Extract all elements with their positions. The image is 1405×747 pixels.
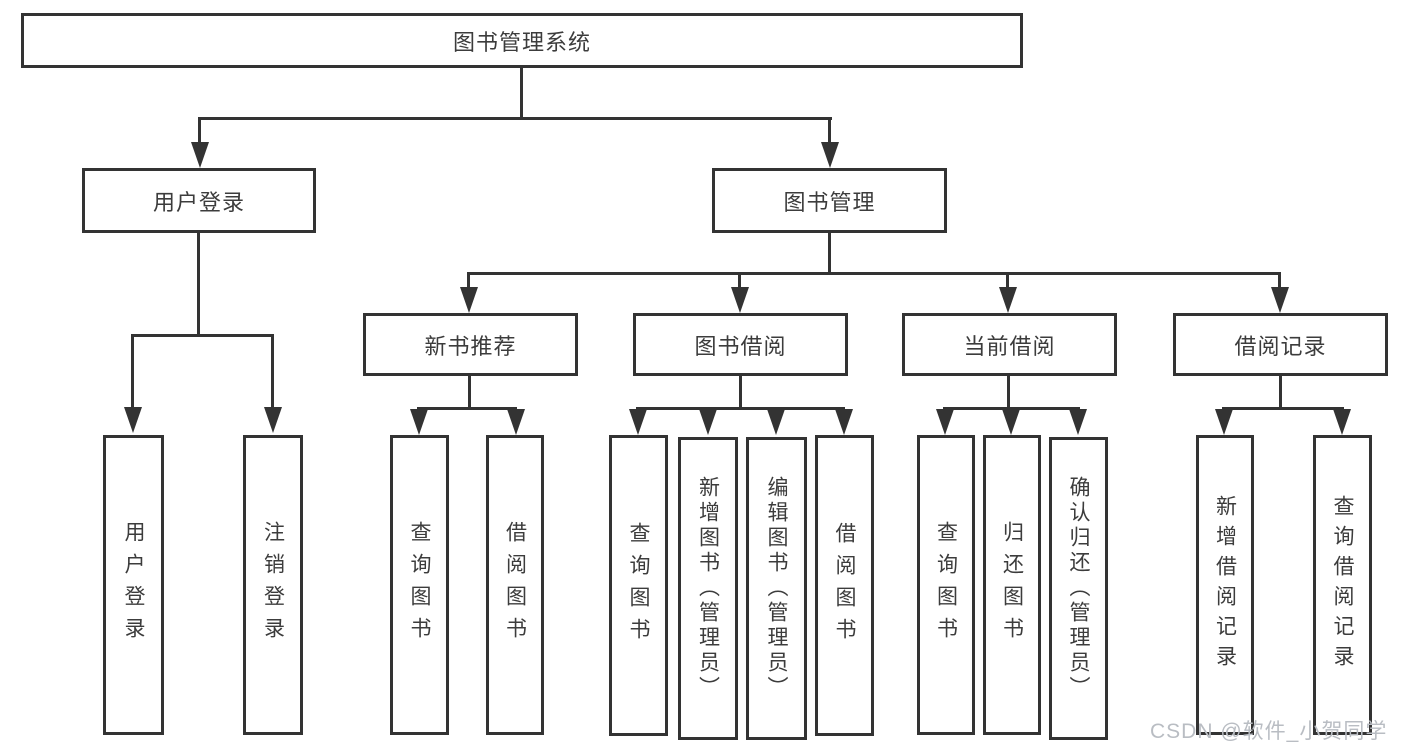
leaf-user-login: 用户登录 xyxy=(103,435,164,735)
arrowhead-icon xyxy=(264,407,282,433)
leaf-borrow-books-1: 借阅图书 xyxy=(486,435,544,735)
connector-stem xyxy=(739,376,742,410)
connector-rail xyxy=(943,407,1080,410)
arrowhead-icon xyxy=(460,287,478,313)
connector-drop xyxy=(271,334,274,408)
leaf-edit-book-admin-label: 编辑图书（管理员） xyxy=(765,476,788,701)
node-user-login-label: 用户登录 xyxy=(152,189,245,215)
arrowhead-icon xyxy=(767,409,785,435)
node-book-management: 图书管理 xyxy=(712,168,947,233)
connector-stem xyxy=(468,376,471,410)
arrowhead-icon xyxy=(1002,409,1020,435)
connector-rail xyxy=(1222,407,1344,410)
connector-drop xyxy=(1006,272,1009,290)
leaf-logout-label: 注销登录 xyxy=(261,521,285,649)
connector-stem xyxy=(1279,376,1282,410)
node-root-label: 图书管理系统 xyxy=(452,29,591,55)
node-book-management-label: 图书管理 xyxy=(783,189,876,215)
leaf-query-books-1-label: 查询图书 xyxy=(408,521,431,649)
connector-drop xyxy=(828,117,831,145)
leaf-confirm-return-admin: 确认归还（管理员） xyxy=(1049,437,1108,740)
node-new-book-recommend: 新书推荐 xyxy=(363,313,578,376)
arrowhead-icon xyxy=(999,287,1017,313)
connector-user-login-rail xyxy=(131,334,274,337)
arrowhead-icon xyxy=(124,407,142,433)
node-new-book-recommend-label: 新书推荐 xyxy=(424,333,517,359)
leaf-query-books-3: 查询图书 xyxy=(917,435,975,735)
leaf-logout: 注销登录 xyxy=(243,435,303,735)
arrowhead-icon xyxy=(1215,409,1233,435)
node-borrow-record: 借阅记录 xyxy=(1173,313,1388,376)
node-root: 图书管理系统 xyxy=(21,13,1023,68)
leaf-return-books: 归还图书 xyxy=(983,435,1041,735)
arrowhead-icon xyxy=(1333,409,1351,435)
connector-drop xyxy=(1278,272,1281,290)
node-borrow-record-label: 借阅记录 xyxy=(1234,333,1327,359)
arrowhead-icon xyxy=(731,287,749,313)
leaf-query-books-3-label: 查询图书 xyxy=(934,521,958,649)
leaf-query-books-2: 查询图书 xyxy=(609,435,668,736)
leaf-borrow-books-1-label: 借阅图书 xyxy=(503,521,527,649)
leaf-add-book-admin: 新增图书（管理员） xyxy=(678,437,738,740)
connector-book-mgmt-stem xyxy=(828,233,831,275)
leaf-query-books-1: 查询图书 xyxy=(390,435,449,735)
connector-root-stem xyxy=(520,68,523,117)
arrowhead-icon xyxy=(507,409,525,435)
leaf-add-book-admin-label: 新增图书（管理员） xyxy=(696,476,720,701)
arrowhead-icon xyxy=(821,142,839,168)
connector-user-login-stem xyxy=(197,233,200,337)
connector-drop xyxy=(467,272,470,290)
leaf-user-login-label: 用户登录 xyxy=(122,521,145,649)
connector-stem xyxy=(1007,376,1010,410)
arrowhead-icon xyxy=(191,142,209,168)
arrowhead-icon xyxy=(1271,287,1289,313)
node-book-borrow-label: 图书借阅 xyxy=(694,333,787,359)
leaf-return-books-label: 归还图书 xyxy=(1000,521,1024,649)
arrowhead-icon xyxy=(410,409,428,435)
connector-level3-rail xyxy=(467,272,1281,275)
leaf-query-books-2-label: 查询图书 xyxy=(627,521,650,650)
arrowhead-icon xyxy=(835,409,853,435)
arrowhead-icon xyxy=(1069,409,1087,435)
arrowhead-icon xyxy=(699,409,717,435)
node-current-borrow: 当前借阅 xyxy=(902,313,1117,376)
leaf-add-borrow-record-label: 新增借阅记录 xyxy=(1213,495,1237,675)
leaf-borrow-books-2: 借阅图书 xyxy=(815,435,874,736)
node-book-borrow: 图书借阅 xyxy=(633,313,848,376)
leaf-borrow-books-2-label: 借阅图书 xyxy=(833,521,856,650)
connector-drop xyxy=(198,117,201,145)
connector-rail xyxy=(417,407,517,410)
leaf-add-borrow-record: 新增借阅记录 xyxy=(1196,435,1254,735)
leaf-edit-book-admin: 编辑图书（管理员） xyxy=(746,437,807,740)
arrowhead-icon xyxy=(936,409,954,435)
node-current-borrow-label: 当前借阅 xyxy=(963,333,1056,359)
csdn-watermark: CSDN @软件_小贺同学 xyxy=(1150,720,1388,743)
leaf-query-borrow-record-label: 查询借阅记录 xyxy=(1331,495,1354,675)
connector-rail xyxy=(636,407,845,410)
arrowhead-icon xyxy=(629,409,647,435)
leaf-query-borrow-record: 查询借阅记录 xyxy=(1313,435,1372,735)
connector-level2-rail xyxy=(199,117,832,120)
node-user-login: 用户登录 xyxy=(82,168,316,233)
connector-drop xyxy=(738,272,741,290)
connector-drop xyxy=(131,334,134,408)
leaf-confirm-return-admin-label: 确认归还（管理员） xyxy=(1067,476,1090,701)
